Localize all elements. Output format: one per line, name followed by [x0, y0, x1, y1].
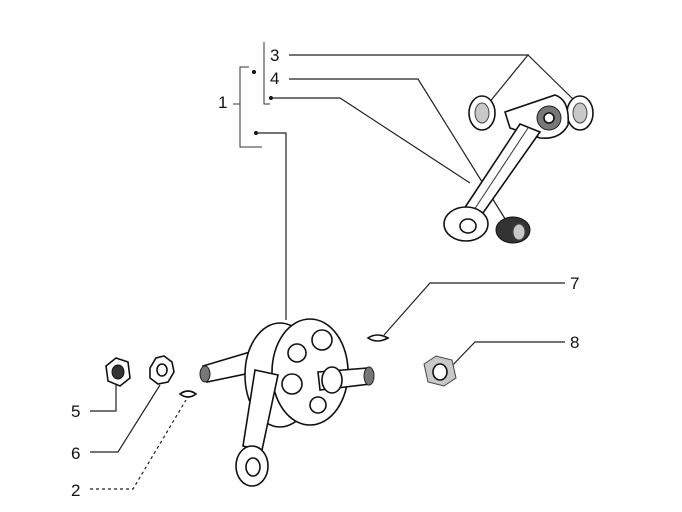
callout-7: 7	[570, 274, 579, 293]
callout-6: 6	[71, 444, 80, 463]
callout-2: 2	[71, 481, 80, 500]
bracket-group	[233, 42, 273, 148]
callout-3: 3	[270, 46, 279, 65]
callout-8: 8	[570, 333, 579, 352]
callout-1: 1	[218, 93, 227, 112]
crankshaft	[199, 318, 375, 487]
part-lock-washer-6	[149, 355, 175, 385]
leader-lines	[90, 54, 579, 490]
connecting-rod-assembly	[443, 94, 594, 244]
part-nut-8	[423, 355, 457, 387]
callout-4: 4	[270, 69, 279, 88]
callout-5: 5	[71, 402, 80, 421]
part-key-7	[366, 334, 390, 342]
part-nut-5	[105, 357, 131, 387]
part-key-2	[178, 390, 198, 398]
